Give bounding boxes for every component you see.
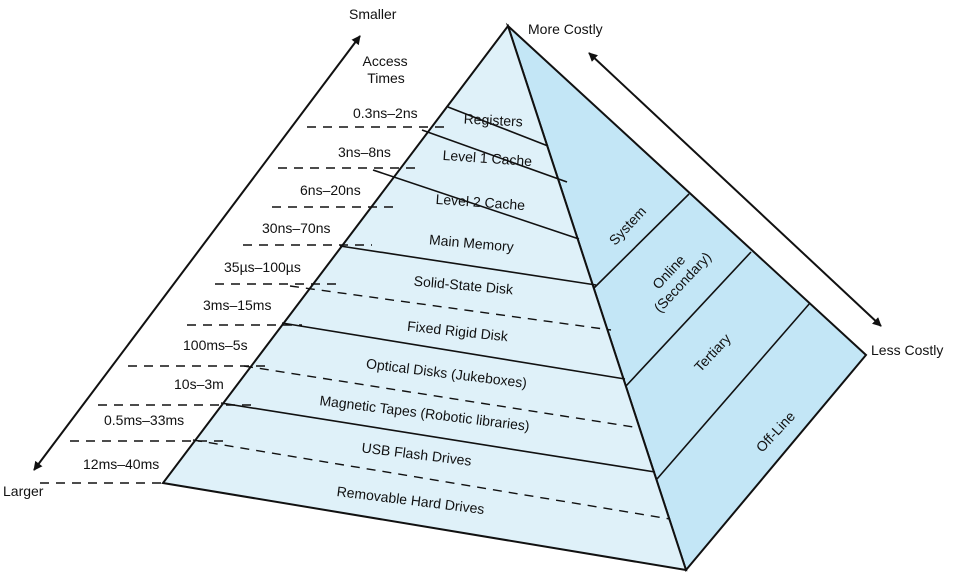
level-divider [447, 106, 549, 147]
level-label-main-memory: Main Memory [429, 231, 515, 254]
access-time-optical-disks: 100ms–5s [183, 337, 248, 353]
label-less-costly: Less Costly [871, 342, 943, 358]
access-time-usb-flash-drives: 0.5ms–33ms [104, 412, 184, 428]
access-time-level1-cache: 3ns–8ns [338, 144, 391, 160]
cost-arrow [588, 52, 882, 327]
access-time-registers: 0.3ns–2ns [353, 105, 418, 121]
access-time-solid-state-disk: 35µs–100µs [224, 259, 301, 275]
level-label-level2-cache: Level 2 Cache [435, 191, 526, 213]
level-label-level1-cache: Level 1 Cache [442, 147, 533, 169]
label-more-costly: More Costly [528, 21, 603, 37]
access-time-main-memory: 30ns–70ns [262, 220, 331, 236]
level-label-registers: Registers [463, 110, 523, 129]
access-time-magnetic-tapes: 10s–3m [174, 376, 224, 392]
label-larger: Larger [3, 483, 44, 499]
level-divider [372, 169, 580, 240]
access-time-removable-hard-drives: 12ms–40ms [83, 456, 159, 472]
access-time-level2-cache: 6ns–20ns [300, 182, 361, 198]
size-arrow [33, 35, 361, 471]
access-time-fixed-rigid-disk: 3ms–15ms [203, 297, 271, 313]
level-divider [421, 129, 568, 183]
label-smaller: Smaller [349, 6, 397, 22]
level-divider [339, 245, 597, 286]
label-access-times: Access Times [362, 53, 411, 86]
